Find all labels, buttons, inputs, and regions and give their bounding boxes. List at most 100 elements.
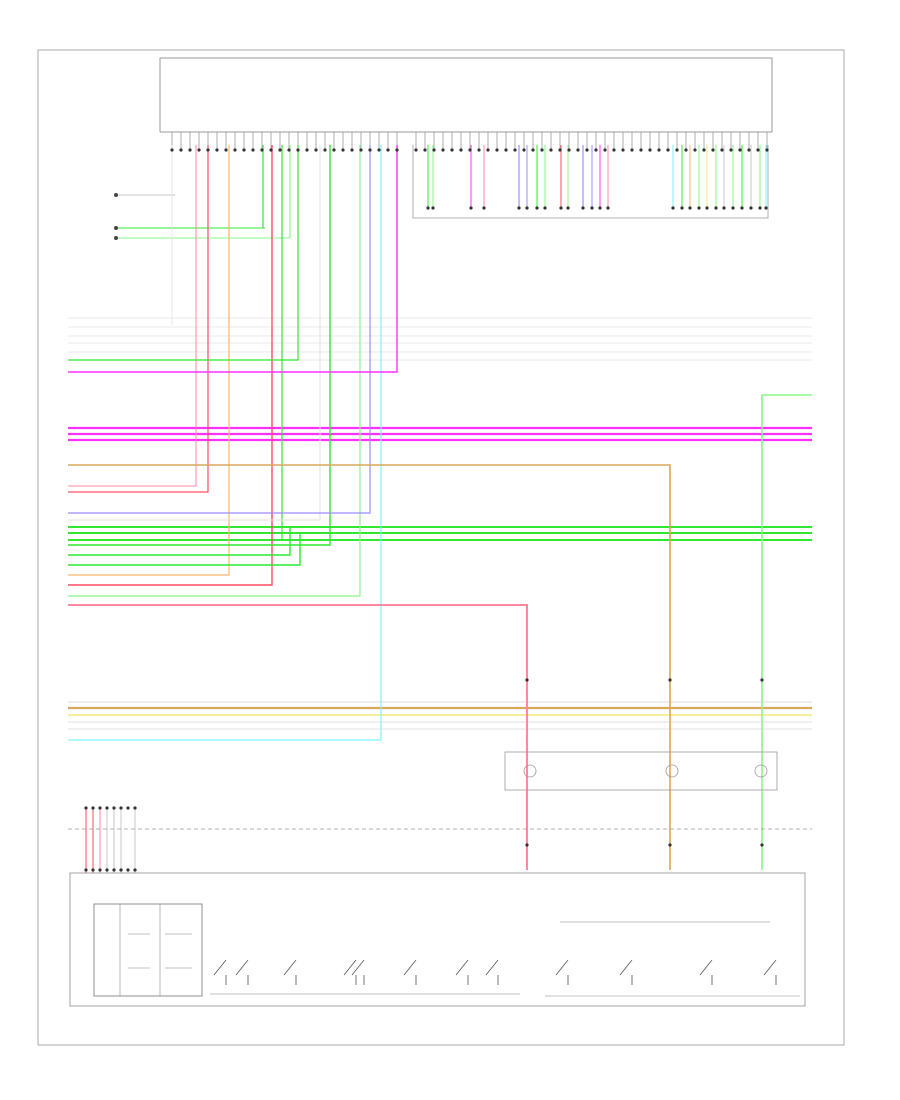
connector-pin — [495, 148, 499, 152]
connector-pin — [765, 148, 769, 152]
connector-pin — [432, 148, 436, 152]
wire-green — [68, 533, 301, 566]
connector-pin — [386, 148, 390, 152]
connector-pin — [697, 206, 701, 210]
connector-pin — [260, 148, 264, 152]
connector-pin — [112, 868, 116, 872]
connector-pin — [350, 148, 354, 152]
connector-pin — [581, 206, 585, 210]
connector-pin — [549, 148, 553, 152]
connector-pin — [242, 148, 246, 152]
connector-pin — [525, 843, 529, 847]
connector-pin — [105, 868, 109, 872]
wire-violet — [68, 145, 371, 514]
connector-pin — [133, 806, 137, 810]
connector-pin — [278, 148, 282, 152]
connector-pin — [332, 148, 336, 152]
connector-pin — [606, 206, 610, 210]
panel-switch — [343, 959, 357, 985]
wire-orange — [68, 145, 230, 576]
connector-pin — [714, 206, 718, 210]
connector-pin — [305, 148, 309, 152]
connector-pin — [585, 148, 589, 152]
wire-pink — [68, 145, 197, 487]
connector-pin — [84, 868, 88, 872]
connector-pin — [705, 206, 709, 210]
connector-pin — [323, 148, 327, 152]
connector-pin — [535, 206, 539, 210]
wire-green-4 — [68, 145, 331, 546]
connector-pin — [749, 206, 753, 210]
connector-pin — [558, 148, 562, 152]
nav-unit-box — [412, 145, 769, 219]
connector-pin — [119, 868, 123, 872]
connector-pin — [760, 843, 764, 847]
connector-pin — [341, 148, 345, 152]
connector-pin — [233, 148, 237, 152]
connector-pin — [621, 148, 625, 152]
connector-pin — [517, 206, 521, 210]
panel-switch — [555, 959, 569, 985]
panel-switch — [235, 959, 249, 985]
connector-pin — [598, 206, 602, 210]
connector-pin — [738, 148, 742, 152]
panel-switch — [763, 959, 777, 985]
connector-pin — [758, 206, 762, 210]
connector-pin — [91, 868, 95, 872]
connector-pin — [224, 148, 228, 152]
connector-pin — [269, 148, 273, 152]
connector-pin — [525, 678, 529, 682]
connector-pin — [648, 148, 652, 152]
connector-pin — [105, 806, 109, 810]
connector-pin — [431, 206, 435, 210]
connector-pin — [612, 148, 616, 152]
connector-pin — [729, 148, 733, 152]
wire-red-2 — [68, 145, 273, 586]
connector-pin — [215, 148, 219, 152]
connector-pin — [760, 678, 764, 682]
panel-switch — [455, 959, 469, 985]
connector-pin — [531, 148, 535, 152]
connector-bar — [504, 751, 778, 791]
connector-pin — [693, 148, 697, 152]
connector-pin — [314, 148, 318, 152]
connector-pin — [590, 206, 594, 210]
connector-pin — [675, 148, 679, 152]
connector-pin — [504, 148, 508, 152]
connector-pin — [668, 678, 672, 682]
connector-pin — [170, 148, 174, 152]
connector-pin — [359, 148, 363, 152]
connector-pin — [522, 148, 526, 152]
connector-pin — [450, 148, 454, 152]
connector-pin — [666, 148, 670, 152]
wire-cyan — [68, 145, 382, 741]
panel-switches — [213, 959, 777, 985]
panel-switch — [283, 959, 297, 985]
connector-pin — [468, 148, 472, 152]
connector-pin — [469, 206, 473, 210]
connector-dots — [84, 148, 769, 872]
connector-pin — [722, 206, 726, 210]
connector-pin — [639, 148, 643, 152]
wire-green-3 — [68, 145, 299, 361]
connector-pin — [756, 148, 760, 152]
connector-pin — [423, 148, 427, 152]
connector-pin — [688, 206, 692, 210]
connector-pin — [377, 148, 381, 152]
connector-pin — [525, 206, 529, 210]
connector-pin — [441, 148, 445, 152]
connector-pin — [747, 148, 751, 152]
wires — [68, 145, 812, 873]
connector-pin — [657, 148, 661, 152]
connector-pin — [594, 148, 598, 152]
connector-pin — [287, 148, 291, 152]
connector-pin — [98, 868, 102, 872]
panel-switch — [619, 959, 633, 985]
connector-pin — [395, 148, 399, 152]
panel-switch — [699, 959, 713, 985]
connector-pin — [126, 806, 130, 810]
connector-pin — [482, 206, 486, 210]
wire-lightgreen-down — [761, 394, 812, 870]
connector-pin — [126, 868, 130, 872]
